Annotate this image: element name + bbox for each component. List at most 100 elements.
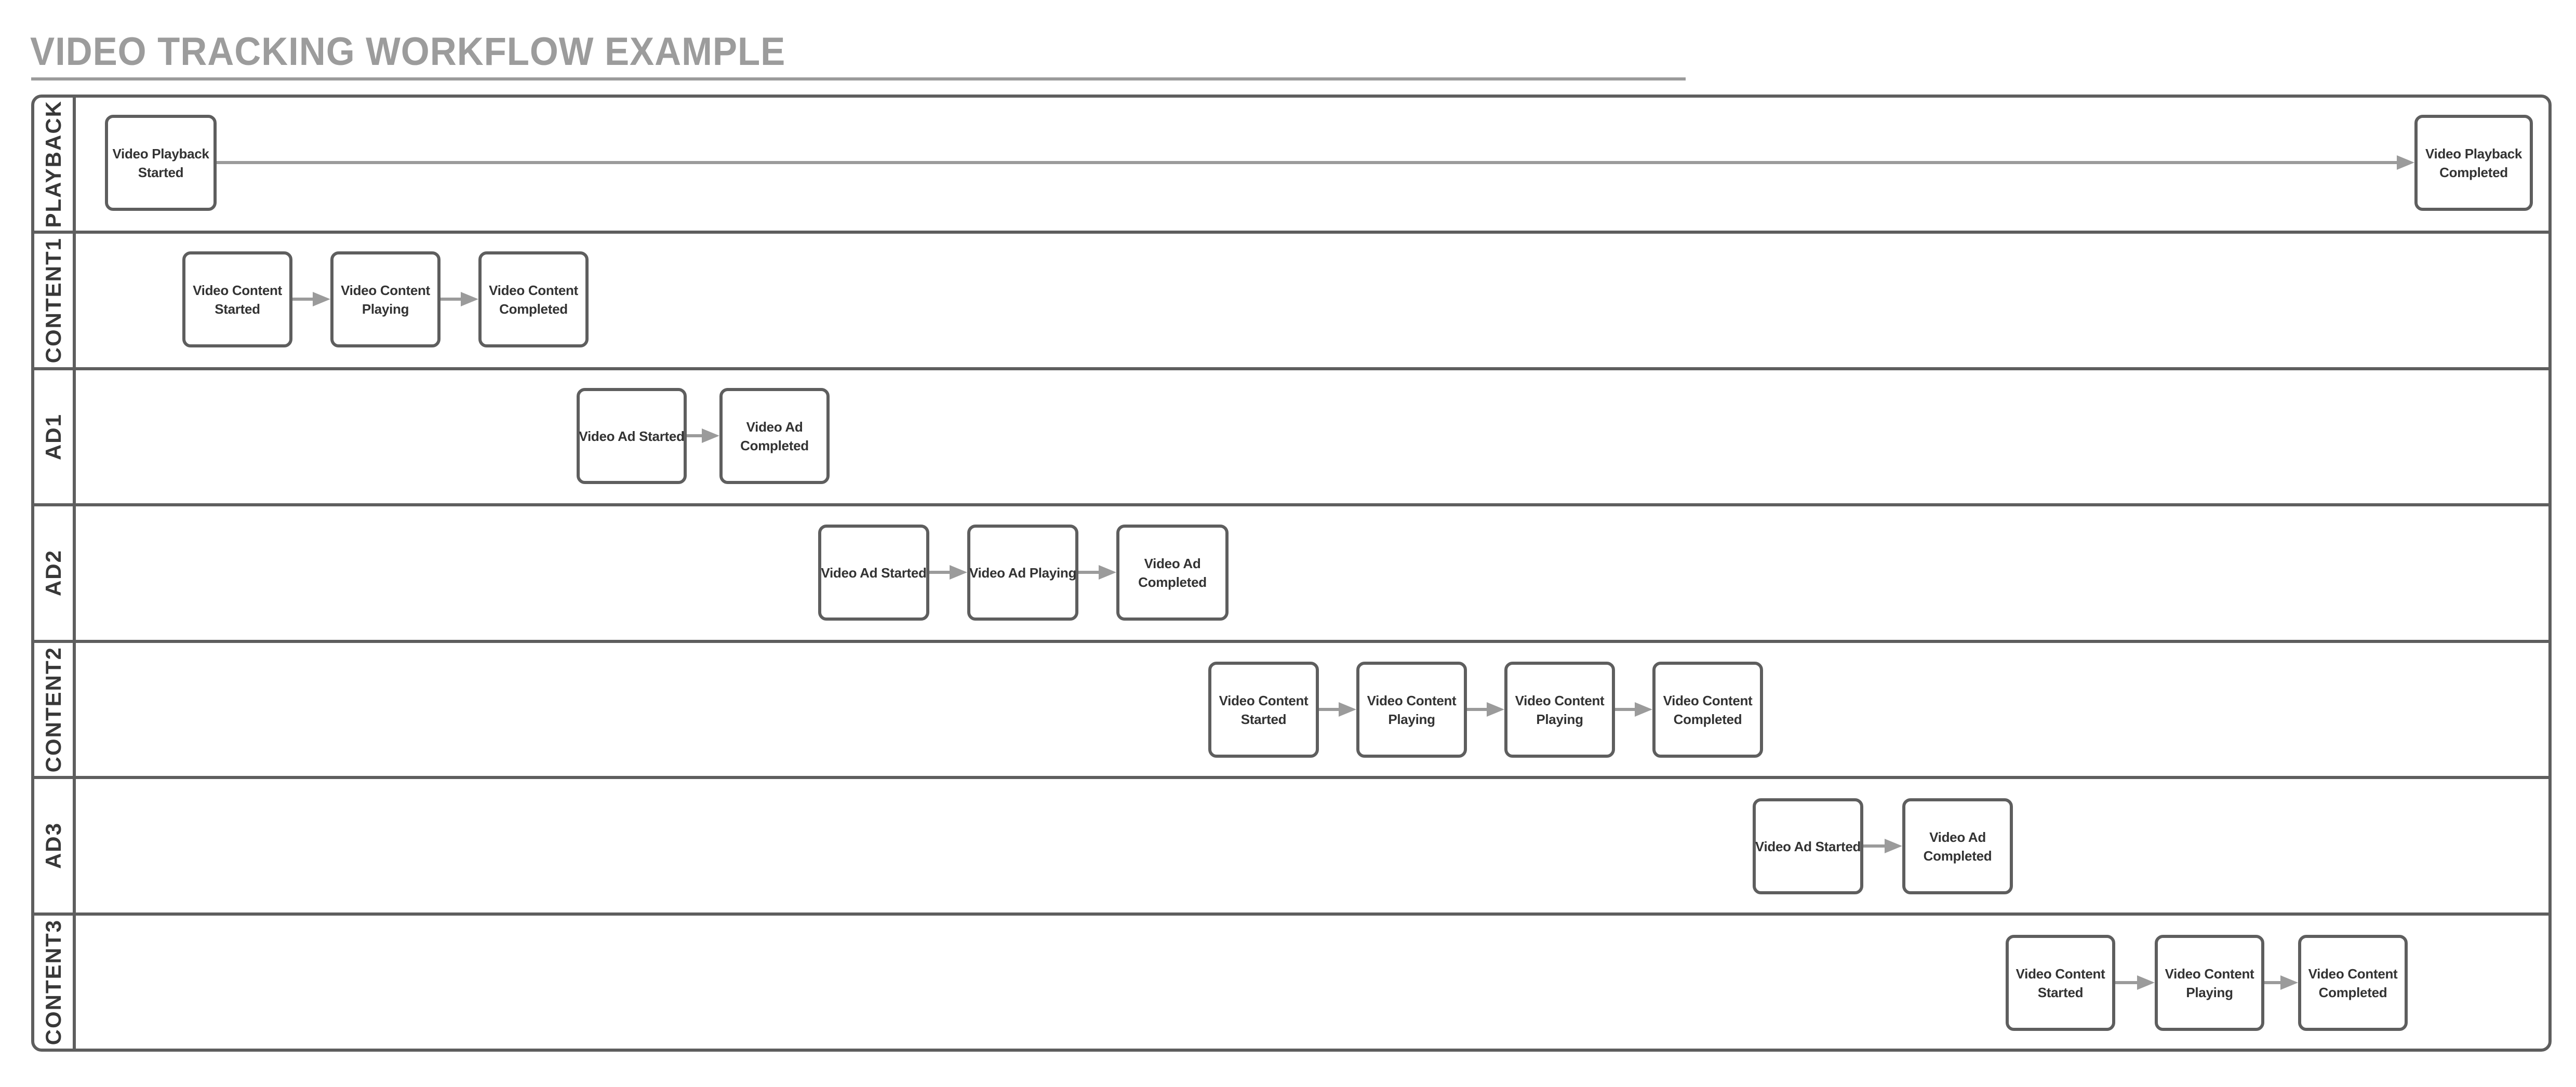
page-title: VIDEO TRACKING WORKFLOW EXAMPLE bbox=[30, 30, 786, 74]
lane-header: CONTENT2 bbox=[34, 642, 76, 776]
flow-node-label: Video Content Playing bbox=[2165, 965, 2254, 1000]
flow-arrow bbox=[1615, 702, 1652, 717]
flow-arrow bbox=[1319, 702, 1356, 717]
flow-arrow bbox=[1078, 565, 1116, 580]
node-ad2-started: Video Ad Started bbox=[818, 525, 929, 621]
arrow-line bbox=[1467, 708, 1491, 711]
node-content2-started: Video Content Started bbox=[1208, 662, 1319, 758]
node-content2-completed: Video Content Completed bbox=[1652, 662, 1763, 758]
lane-header: AD2 bbox=[34, 506, 76, 640]
lane-ad1: AD1 bbox=[34, 367, 2548, 504]
flow-arrow bbox=[929, 565, 967, 580]
arrowhead-icon bbox=[461, 292, 478, 306]
node-content3-completed: Video Content Completed bbox=[2298, 935, 2408, 1031]
lane-body bbox=[76, 779, 2548, 912]
arrowhead-icon bbox=[702, 428, 719, 443]
lane-content1: CONTENT1 bbox=[34, 231, 2548, 367]
flow-node-label: Video Content Started bbox=[1219, 692, 1309, 727]
node-ad3-started: Video Ad Started bbox=[1753, 798, 1863, 894]
lane-content2: CONTENT2 bbox=[34, 639, 2548, 776]
node-ad3-completed: Video Ad Completed bbox=[1902, 798, 2013, 894]
arrow-line bbox=[1863, 844, 1889, 848]
node-content2-playing-1: Video Content Playing bbox=[1356, 662, 1467, 758]
lane-header: AD1 bbox=[34, 370, 76, 504]
arrowhead-icon bbox=[313, 292, 330, 306]
lane-label: CONTENT1 bbox=[41, 237, 65, 364]
flow-node-label: Video Content Started bbox=[193, 282, 282, 317]
flow-node-label: Video Ad Started bbox=[1755, 838, 1861, 854]
lane-label: CONTENT3 bbox=[41, 919, 65, 1045]
flow-node-label: Video Ad Completed bbox=[1923, 829, 1992, 864]
flow-node-label: Video Ad Started bbox=[579, 428, 685, 444]
lane-playback: PLAYBACK bbox=[34, 98, 2548, 231]
flow-node-label: Video Ad Started bbox=[821, 565, 927, 581]
flow-node-label: Video Ad Playing bbox=[969, 565, 1077, 581]
flow-node-label: Video Content Completed bbox=[1663, 692, 1753, 727]
node-content3-started: Video Content Started bbox=[2006, 935, 2115, 1031]
flow-arrow bbox=[2264, 975, 2298, 990]
flow-node-label: Video Content Started bbox=[2016, 965, 2105, 1000]
arrow-line bbox=[217, 161, 2401, 164]
lane-header: AD3 bbox=[34, 779, 76, 912]
node-content1-completed: Video Content Completed bbox=[478, 251, 589, 347]
flow-arrow bbox=[292, 292, 330, 306]
arrowhead-icon bbox=[2397, 155, 2414, 170]
arrow-line bbox=[687, 434, 706, 437]
lane-label: AD1 bbox=[41, 413, 65, 461]
flow-node-label: Video Content Completed bbox=[2308, 965, 2398, 1000]
node-ad1-started: Video Ad Started bbox=[577, 388, 687, 484]
title-underline bbox=[31, 77, 1686, 80]
arrow-line bbox=[441, 298, 465, 301]
flow-node-label: Video Content Completed bbox=[489, 282, 578, 317]
lane-label: PLAYBACK bbox=[41, 100, 65, 228]
flow-arrow bbox=[217, 155, 2414, 170]
lane-ad3: AD3 bbox=[34, 776, 2548, 912]
node-content2-playing-2: Video Content Playing bbox=[1504, 662, 1615, 758]
flow-arrow bbox=[1863, 839, 1902, 853]
lane-label: CONTENT2 bbox=[41, 646, 65, 773]
lane-header: CONTENT1 bbox=[34, 234, 76, 367]
arrowhead-icon bbox=[950, 565, 967, 580]
flow-node-label: Video Playback Completed bbox=[2425, 145, 2522, 180]
lane-header: PLAYBACK bbox=[34, 98, 76, 231]
flow-node-label: Video Content Playing bbox=[341, 282, 430, 317]
arrow-line bbox=[1615, 708, 1639, 711]
arrowhead-icon bbox=[1885, 839, 1902, 853]
flow-arrow bbox=[2115, 975, 2155, 990]
lane-header: CONTENT3 bbox=[34, 915, 76, 1049]
arrowhead-icon bbox=[1487, 702, 1504, 717]
flow-node-label: Video Ad Completed bbox=[1138, 555, 1207, 590]
node-content1-started: Video Content Started bbox=[182, 251, 292, 347]
flow-node-label: Video Ad Completed bbox=[740, 419, 809, 453]
arrow-line bbox=[2264, 981, 2285, 984]
lane-body bbox=[76, 370, 2548, 503]
arrow-line bbox=[2115, 981, 2141, 984]
node-content1-playing: Video Content Playing bbox=[330, 251, 441, 347]
flow-node-label: Video Content Playing bbox=[1515, 692, 1605, 727]
flow-arrow bbox=[1467, 702, 1504, 717]
arrowhead-icon bbox=[2280, 975, 2298, 990]
node-content3-playing: Video Content Playing bbox=[2155, 935, 2264, 1031]
node-ad2-completed: Video Ad Completed bbox=[1116, 525, 1229, 621]
arrow-line bbox=[1319, 708, 1343, 711]
node-ad2-playing: Video Ad Playing bbox=[967, 525, 1078, 621]
arrow-line bbox=[292, 298, 317, 301]
lane-content3: CONTENT3 bbox=[34, 912, 2548, 1049]
arrow-line bbox=[929, 571, 954, 574]
node-playback-started: Video Playback Started bbox=[105, 115, 217, 211]
node-playback-completed: Video Playback Completed bbox=[2414, 115, 2533, 211]
swimlane-diagram: PLAYBACK CONTENT1 AD1 AD2 CONTENT2 AD3 bbox=[31, 95, 2552, 1052]
lane-body bbox=[76, 506, 2548, 639]
lane-label: AD3 bbox=[41, 822, 65, 869]
arrow-line bbox=[1078, 571, 1103, 574]
lane-ad2: AD2 bbox=[34, 503, 2548, 640]
lane-label: AD2 bbox=[41, 549, 65, 597]
flow-node-label: Video Playback Started bbox=[112, 145, 209, 180]
flow-arrow bbox=[441, 292, 478, 306]
arrowhead-icon bbox=[1099, 565, 1116, 580]
arrowhead-icon bbox=[1635, 702, 1652, 717]
node-ad1-completed: Video Ad Completed bbox=[719, 388, 830, 484]
flow-arrow bbox=[687, 428, 719, 443]
flow-node-label: Video Content Playing bbox=[1367, 692, 1457, 727]
